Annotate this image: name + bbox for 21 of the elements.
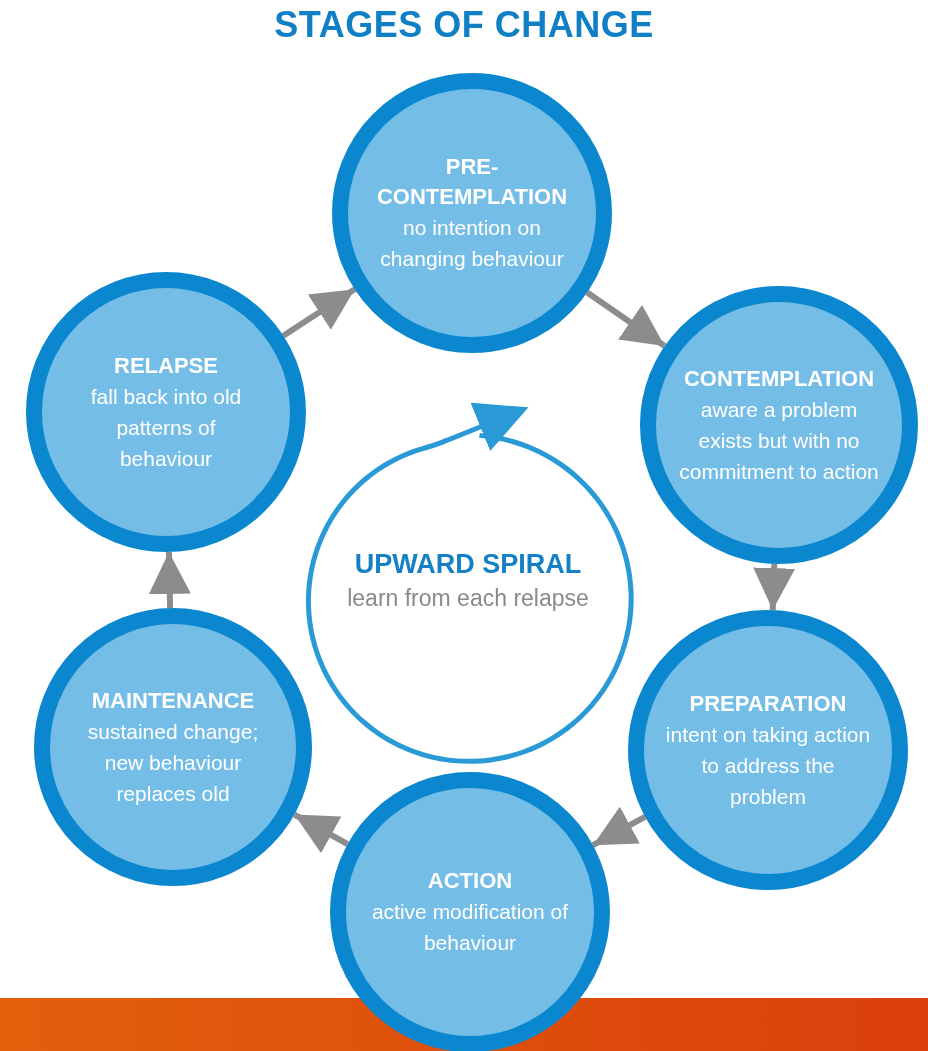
arrow: [591, 806, 647, 848]
arrow: [585, 290, 667, 349]
stage-heading: CONTEMPLATION: [683, 364, 875, 393]
title: STAGES OF CHANGE: [273, 4, 655, 46]
arrow: [148, 551, 191, 609]
stage-description: sustained change; new behaviour replaces old: [86, 718, 260, 807]
stage-heading: UPWARD SPIRAL: [354, 548, 582, 581]
arrow: [293, 811, 350, 854]
stage-heading: PRE- CONTEMPLATION: [375, 153, 569, 211]
stage-description: intent on taking action to address the problem: [664, 721, 872, 810]
stage-description: fall back into old patterns of behaviour: [89, 383, 243, 472]
stage-heading: MAINTENANCE: [91, 686, 255, 715]
stage-description: aware a problem exists but with no commitment to action: [678, 396, 880, 485]
stage-heading: RELAPSE: [114, 351, 218, 380]
stage-description: no intention on changing behaviour: [379, 215, 565, 272]
stage-description: active modification of behaviour: [370, 899, 570, 956]
stage-description: learn from each relapse: [347, 584, 589, 613]
stage-heading: PREPARATION: [689, 689, 847, 718]
stage-heading: ACTION: [427, 867, 513, 895]
arrow: [281, 286, 357, 339]
arrow: [753, 563, 796, 611]
